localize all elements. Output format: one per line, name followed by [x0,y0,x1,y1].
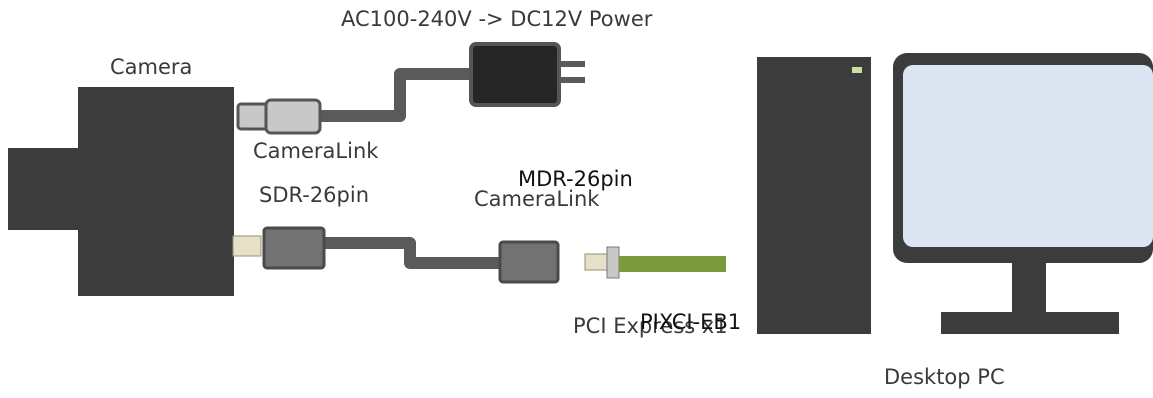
sdr-connector-pins [232,235,262,257]
sdr-26pin-label: SDR-26pin [259,183,370,207]
desktop-pc-label: Desktop PC [884,365,1005,389]
pixci-eb1-label: PIXCI-EB1 [640,310,742,334]
monitor-stand [941,312,1119,334]
pci-express-label: PCI Express x1 [573,314,728,338]
pixci-eb1-card [619,256,726,272]
pc-power-led [852,67,862,73]
pixci-bracket [606,246,620,279]
power-adapter [469,42,561,107]
power-label: AC100-240V -> DC12V Power [341,7,653,31]
power-cable [300,68,478,122]
power-prong-bottom [559,77,585,83]
mdr-26pin-label: MDR-26pin [518,167,633,191]
cameralink-cable [322,237,502,269]
pc-tower [757,57,871,334]
cameralink-mid-label: CameraLink [474,187,600,211]
camera-label: Camera [110,55,193,79]
camera-body [78,87,234,296]
power-prong-top [559,61,585,67]
pixci-connector-pins [584,253,610,271]
monitor-neck [1012,262,1046,314]
cameralink-top-label: CameraLink [253,139,379,163]
monitor-screen [903,65,1153,247]
mdr-connector [498,240,560,284]
camera-lens [8,148,80,230]
power-plug [264,98,322,135]
sdr-connector [262,226,326,270]
